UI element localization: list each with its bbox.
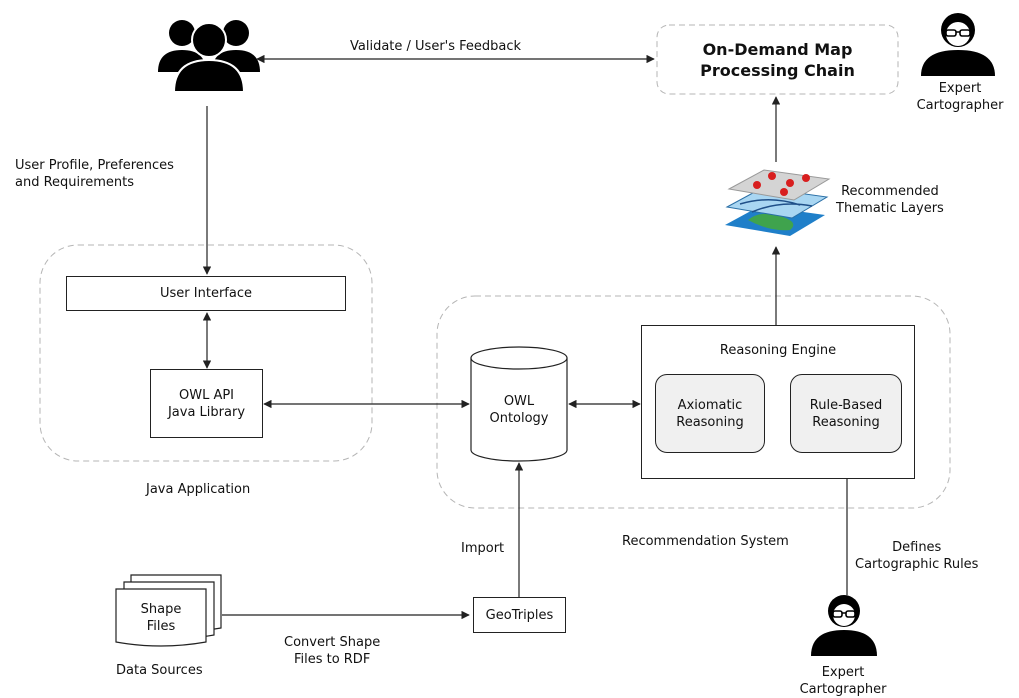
expert-person-icon — [921, 13, 995, 76]
recommendation-system-label: Recommendation System — [622, 534, 789, 549]
axiomatic-reasoning-box: Axiomatic Reasoning — [655, 374, 765, 453]
map-layers-icon — [725, 169, 831, 236]
import-label: Import — [461, 541, 505, 556]
data-sources-label: Data Sources — [116, 663, 203, 678]
connectors — [202, 54, 852, 620]
geotriples-box: GeoTriples — [473, 597, 566, 633]
owl-api-box: OWL API Java Library — [150, 369, 263, 438]
java-application-label: Java Application — [146, 482, 251, 497]
expert-person-icon — [811, 595, 877, 656]
cylinder-database-icon — [470, 346, 568, 462]
reasoning-engine-title: Reasoning Engine — [719, 343, 837, 358]
rule-based-reasoning-box: Rule-Based Reasoning — [790, 374, 902, 453]
shape-files-label: Shape Files — [140, 602, 182, 634]
users-group-icon — [158, 20, 260, 93]
expert-bottom-label: Expert Cartographer — [799, 665, 887, 697]
java-application-group — [39, 244, 373, 462]
user-profile-label: User Profile, Preferences and Requiremen… — [15, 158, 174, 190]
owl-ontology-label: OWL Ontology — [489, 394, 549, 426]
document-stack-icon — [115, 574, 222, 647]
thematic-layers-label: Recommended Thematic Layers — [836, 184, 944, 216]
expert-top-label: Expert Cartographer — [916, 81, 1004, 113]
recommendation-system-group — [436, 295, 951, 509]
convert-shape-label: Convert Shape Files to RDF — [284, 635, 381, 667]
defines-rules-label: Defines Cartographic Rules — [855, 540, 979, 572]
user-interface-box: User Interface — [66, 276, 346, 311]
validate-feedback-label: Validate / User's Feedback — [350, 39, 522, 54]
processing-chain-title: On-Demand Map Processing Chain — [700, 39, 855, 80]
